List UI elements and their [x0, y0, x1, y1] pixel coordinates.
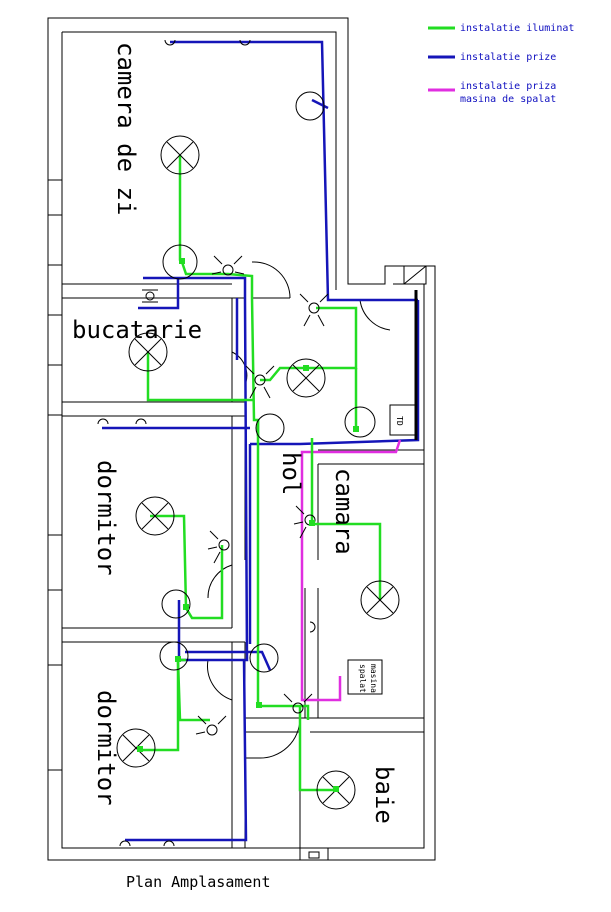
ceiling-light-hall: [286, 358, 326, 398]
junction-markers: [137, 258, 359, 792]
plan-caption: Plan Amplasament: [126, 873, 271, 891]
light-fixtures: [116, 135, 400, 810]
room-label-kitchen: bucatarie: [72, 316, 202, 344]
room-label-bathroom: baie: [370, 766, 398, 824]
washer-label-1: masina: [369, 664, 378, 693]
room-label-bedroom-2: dormitor: [92, 690, 120, 806]
legend: instalatie iluminat instalatie prize ins…: [428, 23, 574, 105]
room-label-living: camera de zi: [112, 42, 140, 215]
room-label-hall: hol: [277, 452, 305, 495]
legend-label-washer-1: instalatie priza: [460, 81, 556, 92]
washer-label-2: spalat: [358, 664, 367, 693]
washer-wiring: [300, 439, 402, 702]
ceiling-light-kitchen: [128, 332, 168, 372]
wall-lamps: [142, 255, 329, 736]
washing-machine: masina spalat: [347, 659, 383, 695]
legend-label-sockets: instalatie prize: [460, 52, 556, 63]
room-label-bedroom-1: dormitor: [92, 460, 120, 576]
ceiling-light-living: [160, 135, 200, 175]
legend-label-washer-2: masina de spalat: [460, 94, 556, 105]
socket-wiring: [102, 40, 420, 842]
legend-label-lighting: instalatie iluminat: [460, 23, 574, 34]
panel-label: TD: [395, 416, 404, 426]
wall-sockets: [97, 39, 376, 847]
doors: [207, 261, 391, 759]
room-label-room: camara: [330, 468, 358, 555]
ceiling-light-room: [360, 580, 400, 620]
ceiling-light-bedroom-2: [116, 728, 156, 768]
ceiling-light-bedroom-1: [135, 496, 175, 536]
room-labels: camera de zi bucatarie dormitor dormitor…: [72, 42, 398, 824]
distribution-panel: TD: [389, 265, 427, 440]
